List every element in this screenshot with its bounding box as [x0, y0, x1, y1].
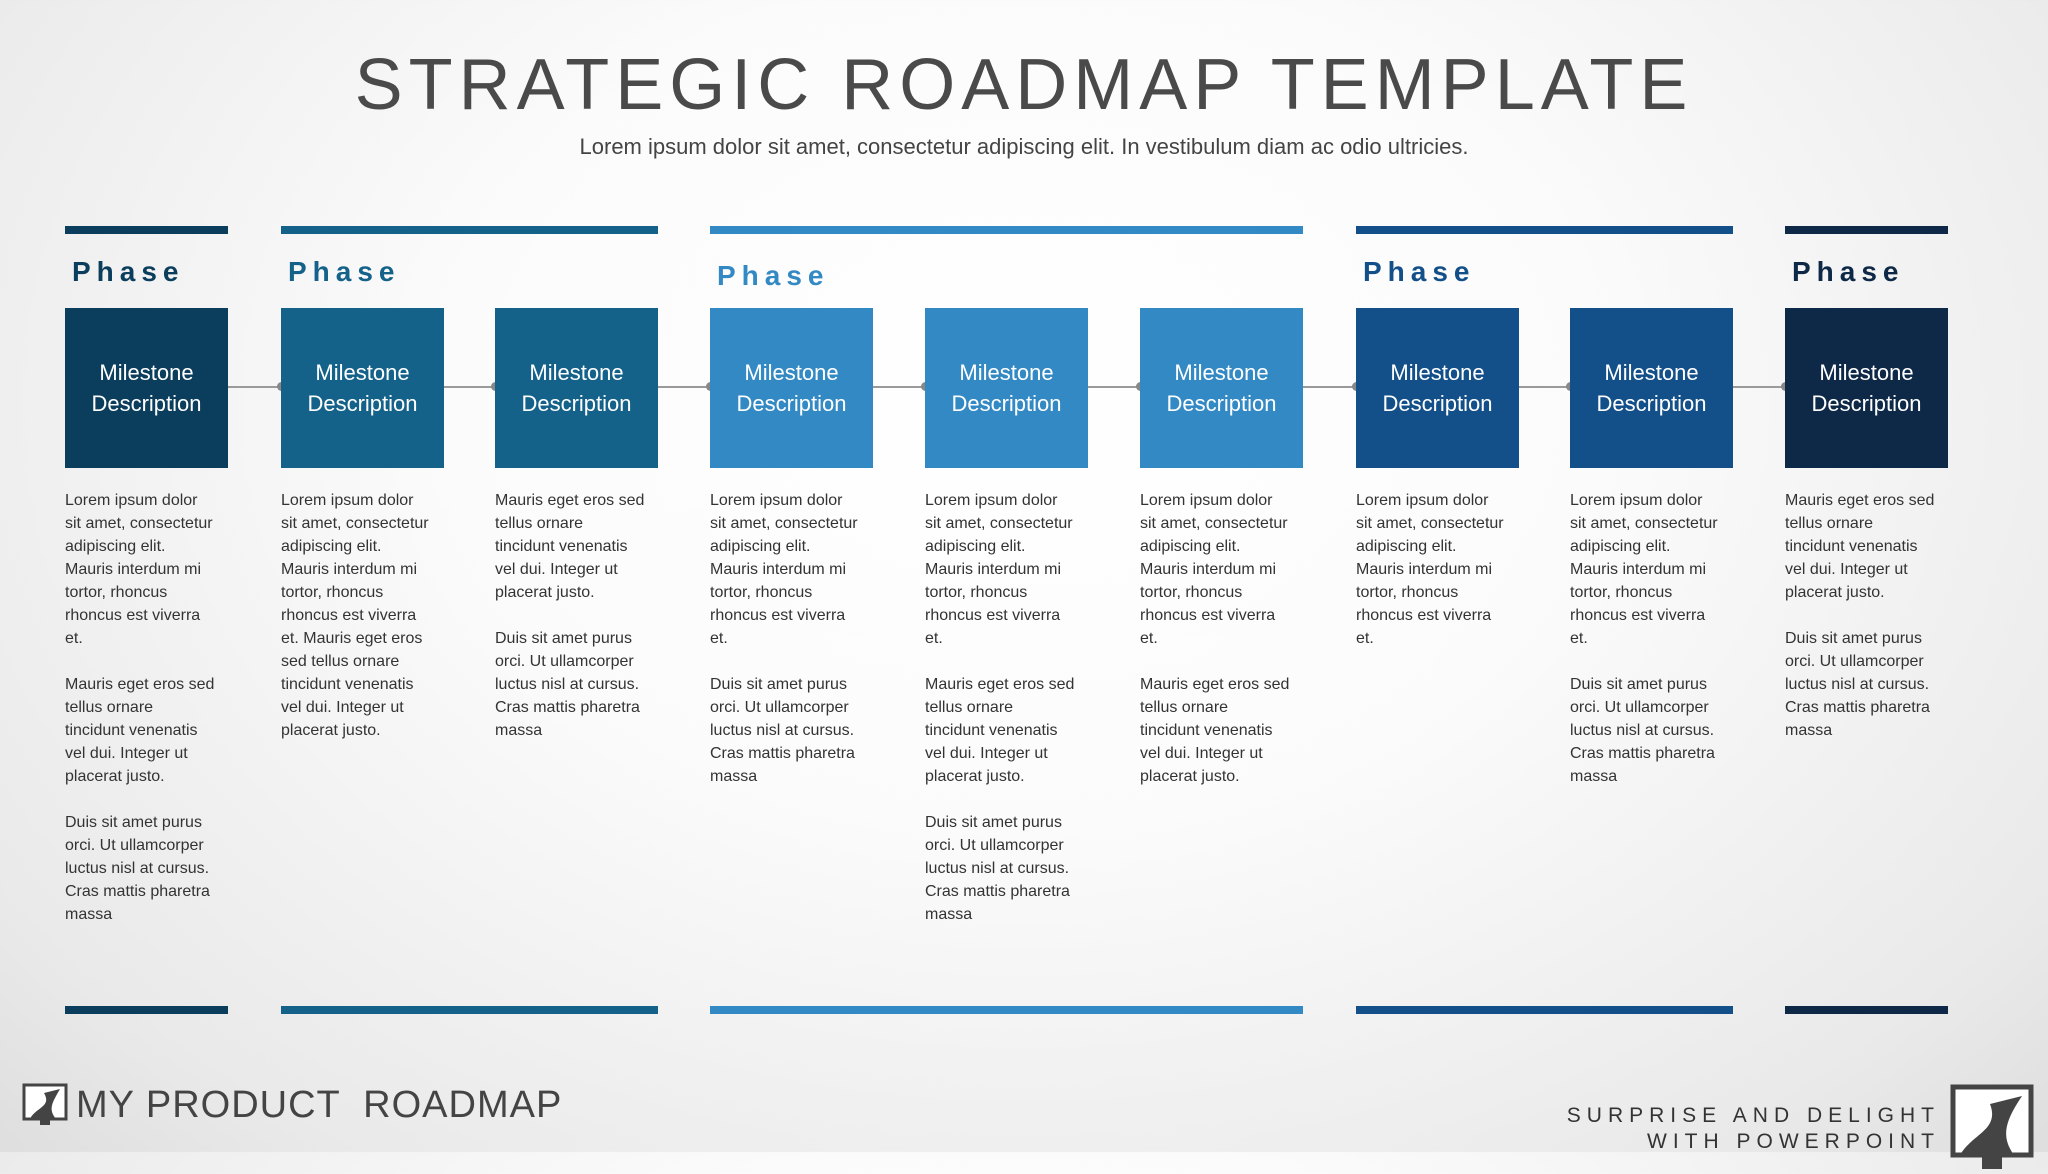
phase-top-bar [1356, 226, 1733, 234]
phase-bottom-bar [710, 1006, 1303, 1014]
milestone-box[interactable]: Milestone Description [1785, 308, 1948, 468]
connector-line [1088, 386, 1140, 388]
milestone-description: Lorem ipsum dolor sit amet, consectetur … [65, 489, 235, 949]
phase-top-bar [281, 226, 658, 234]
phase-bottom-bar [1785, 1006, 1948, 1014]
road-icon [22, 1083, 68, 1125]
description-paragraph: Mauris eget eros sed tellus ornare tinci… [1140, 676, 1290, 785]
milestone-box[interactable]: Milestone Description [495, 308, 658, 468]
milestone-label: Milestone Description [1596, 360, 1707, 416]
milestone-label: Milestone Description [736, 360, 847, 416]
milestone-description: Lorem ipsum dolor sit amet, consectetur … [1570, 489, 1740, 811]
milestone-label: Milestone Description [1166, 360, 1277, 416]
milestone-description: Lorem ipsum dolor sit amet, consectetur … [710, 489, 880, 811]
brand-name: MY PRODUCT ROADMAP [76, 1083, 563, 1126]
milestone-box[interactable]: Milestone Description [925, 308, 1088, 468]
phase-label: Phase [288, 256, 401, 287]
milestone-box[interactable]: Milestone Description [710, 308, 873, 468]
page-subtitle: Lorem ipsum dolor sit amet, consectetur … [579, 134, 1469, 159]
description-paragraph: Lorem ipsum dolor sit amet, consectetur … [1356, 492, 1504, 647]
phase-label: Phase [1792, 256, 1905, 287]
description-paragraph: Mauris eget eros sed tellus ornare tinci… [925, 676, 1075, 785]
phase-top-bar [1785, 226, 1948, 234]
milestone-label: Milestone Description [1811, 360, 1922, 416]
phase-label: Phase [717, 260, 830, 291]
milestone-description: Lorem ipsum dolor sit amet, consectetur … [281, 489, 451, 765]
tagline-line-2: WITH POWERPOINT [1647, 1130, 1940, 1153]
phase-label: Phase [72, 256, 185, 287]
description-paragraph: Lorem ipsum dolor sit amet, consectetur … [1570, 492, 1718, 647]
milestone-description: Lorem ipsum dolor sit amet, consectetur … [925, 489, 1095, 949]
phase-top-bar [65, 226, 228, 234]
milestone-label: Milestone Description [951, 360, 1062, 416]
milestone-label: Milestone Description [1382, 360, 1493, 416]
milestone-description: Lorem ipsum dolor sit amet, consectetur … [1140, 489, 1310, 811]
milestone-box[interactable]: Milestone Description [1140, 308, 1303, 468]
phase-bottom-bar [65, 1006, 228, 1014]
connector-line [1733, 386, 1785, 388]
footer-tagline: SURPRISE AND DELIGHT WITH POWERPOINT [1567, 1084, 2034, 1174]
milestone-box[interactable]: Milestone Description [281, 308, 444, 468]
milestone-box[interactable]: Milestone Description [65, 308, 228, 468]
phase-top-bar [710, 226, 1303, 234]
milestone-description: Mauris eget eros sed tellus ornare tinci… [495, 489, 665, 765]
road-icon [1950, 1084, 2034, 1169]
milestone-box[interactable]: Milestone Description [1570, 308, 1733, 468]
description-paragraph: Duis sit amet purus orci. Ut ullamcorper… [1570, 676, 1715, 785]
milestone-box[interactable]: Milestone Description [1356, 308, 1519, 468]
description-paragraph: Mauris eget eros sed tellus ornare tinci… [495, 492, 645, 601]
description-paragraph: Duis sit amet purus orci. Ut ullamcorper… [925, 814, 1070, 923]
description-paragraph: Lorem ipsum dolor sit amet, consectetur … [65, 492, 213, 647]
milestone-label: Milestone Description [307, 360, 418, 416]
connector-line [873, 386, 925, 388]
connector-line [1519, 386, 1570, 388]
description-paragraph: Lorem ipsum dolor sit amet, consectetur … [710, 492, 858, 647]
connector-line [1303, 386, 1356, 388]
footer-brand: MY PRODUCT ROADMAP [22, 1083, 562, 1127]
description-paragraph: Duis sit amet purus orci. Ut ullamcorper… [710, 676, 855, 785]
milestone-description: Mauris eget eros sed tellus ornare tinci… [1785, 489, 1955, 765]
connector-line [658, 386, 710, 388]
description-paragraph: Lorem ipsum dolor sit amet, consectetur … [281, 492, 429, 739]
connector-line [228, 386, 281, 388]
description-paragraph: Lorem ipsum dolor sit amet, consectetur … [1140, 492, 1288, 647]
phase-bottom-bar [281, 1006, 658, 1014]
description-paragraph: Mauris eget eros sed tellus ornare tinci… [65, 676, 215, 785]
connector-line [444, 386, 495, 388]
milestone-description: Lorem ipsum dolor sit amet, consectetur … [1356, 489, 1526, 673]
description-paragraph: Mauris eget eros sed tellus ornare tinci… [1785, 492, 1935, 601]
tagline-line-1: SURPRISE AND DELIGHT [1566, 1104, 1940, 1127]
milestone-label: Milestone Description [91, 360, 202, 416]
milestone-label: Milestone Description [521, 360, 632, 416]
description-paragraph: Duis sit amet purus orci. Ut ullamcorper… [65, 814, 210, 923]
page-title: STRATEGIC ROADMAP TEMPLATE [354, 45, 1694, 125]
phase-label: Phase [1363, 256, 1476, 287]
phase-bottom-bar [1356, 1006, 1733, 1014]
description-paragraph: Duis sit amet purus orci. Ut ullamcorper… [1785, 630, 1930, 739]
description-paragraph: Lorem ipsum dolor sit amet, consectetur … [925, 492, 1073, 647]
description-paragraph: Duis sit amet purus orci. Ut ullamcorper… [495, 630, 640, 739]
